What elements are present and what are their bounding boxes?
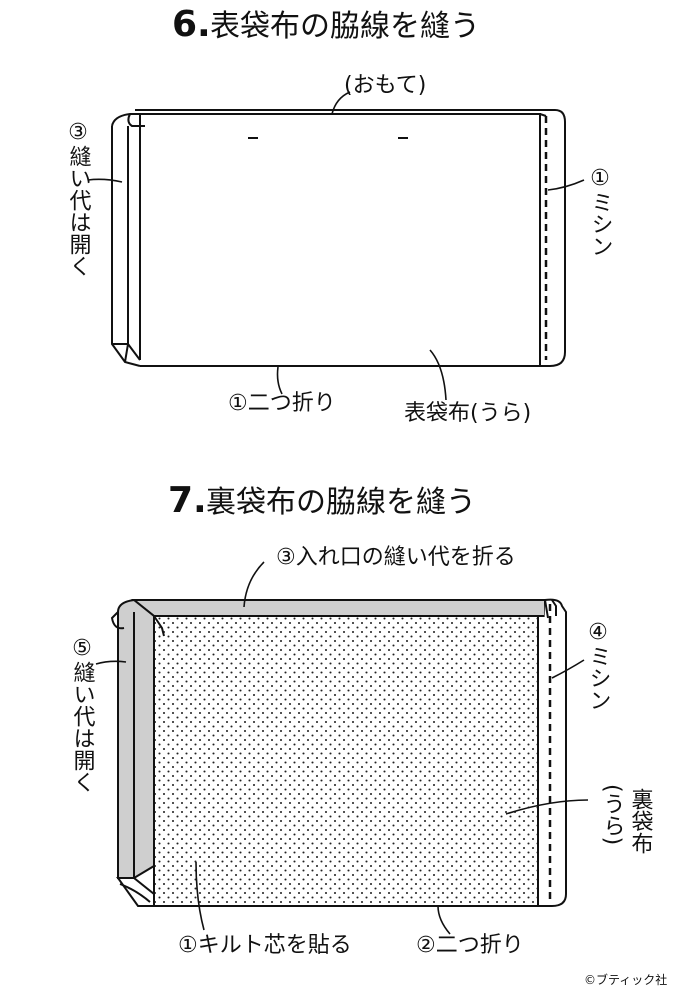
step6-label-back: 表袋布(うら) — [404, 401, 531, 426]
leader-back — [429, 349, 447, 401]
step7-lining-bag — [110, 598, 567, 907]
step7-label-open-seam: ⑤縫い代は開く — [70, 636, 96, 793]
leader-back7 — [505, 799, 589, 815]
step7-label-quilt: ①キルト芯を貼る — [178, 933, 352, 958]
step7-label-fold-opening: ③入れ口の縫い代を折る — [276, 545, 516, 570]
step6-title-text: 表袋布の脇線を縫う — [210, 9, 480, 44]
leader-fold-opening — [243, 561, 265, 608]
leader-sewing — [547, 179, 585, 191]
step6-label-front: (おもて) — [344, 73, 426, 98]
step7-label-sewing: ④ミシン — [586, 620, 611, 711]
leader-sewing7 — [551, 659, 585, 679]
step6-leaders — [87, 91, 585, 401]
leader-front — [331, 91, 351, 115]
leader-fold — [276, 366, 283, 395]
step7-title: 7. 裏袋布の脇線を縫う — [168, 480, 476, 521]
step7-label-back-line1: 裏袋布 — [628, 788, 654, 854]
step7-label-back-line2: (うら) — [600, 784, 625, 845]
step6-label-fold: ①二つ折り — [228, 391, 336, 416]
leader-quilt — [195, 861, 205, 931]
leader-fold7 — [437, 905, 451, 935]
leader-open-seam7 — [95, 660, 127, 665]
step6-title: 6. 表袋布の脇線を縫う — [172, 4, 480, 45]
copyright: ©ブティック社 — [584, 972, 667, 987]
step7-number: 7. — [168, 480, 207, 521]
step7-title-text: 裏袋布の脇線を縫う — [206, 485, 476, 520]
step6-outer-bag — [111, 109, 566, 367]
step6-number: 6. — [172, 4, 211, 45]
step7-leaders — [95, 561, 589, 935]
step6-label-sewing: ①ミシン — [588, 166, 613, 257]
step7-label-fold: ②二つ折り — [416, 933, 524, 958]
step6-label-open-seam: ③縫い代は開く — [66, 120, 92, 277]
leader-open-seam — [87, 178, 123, 183]
